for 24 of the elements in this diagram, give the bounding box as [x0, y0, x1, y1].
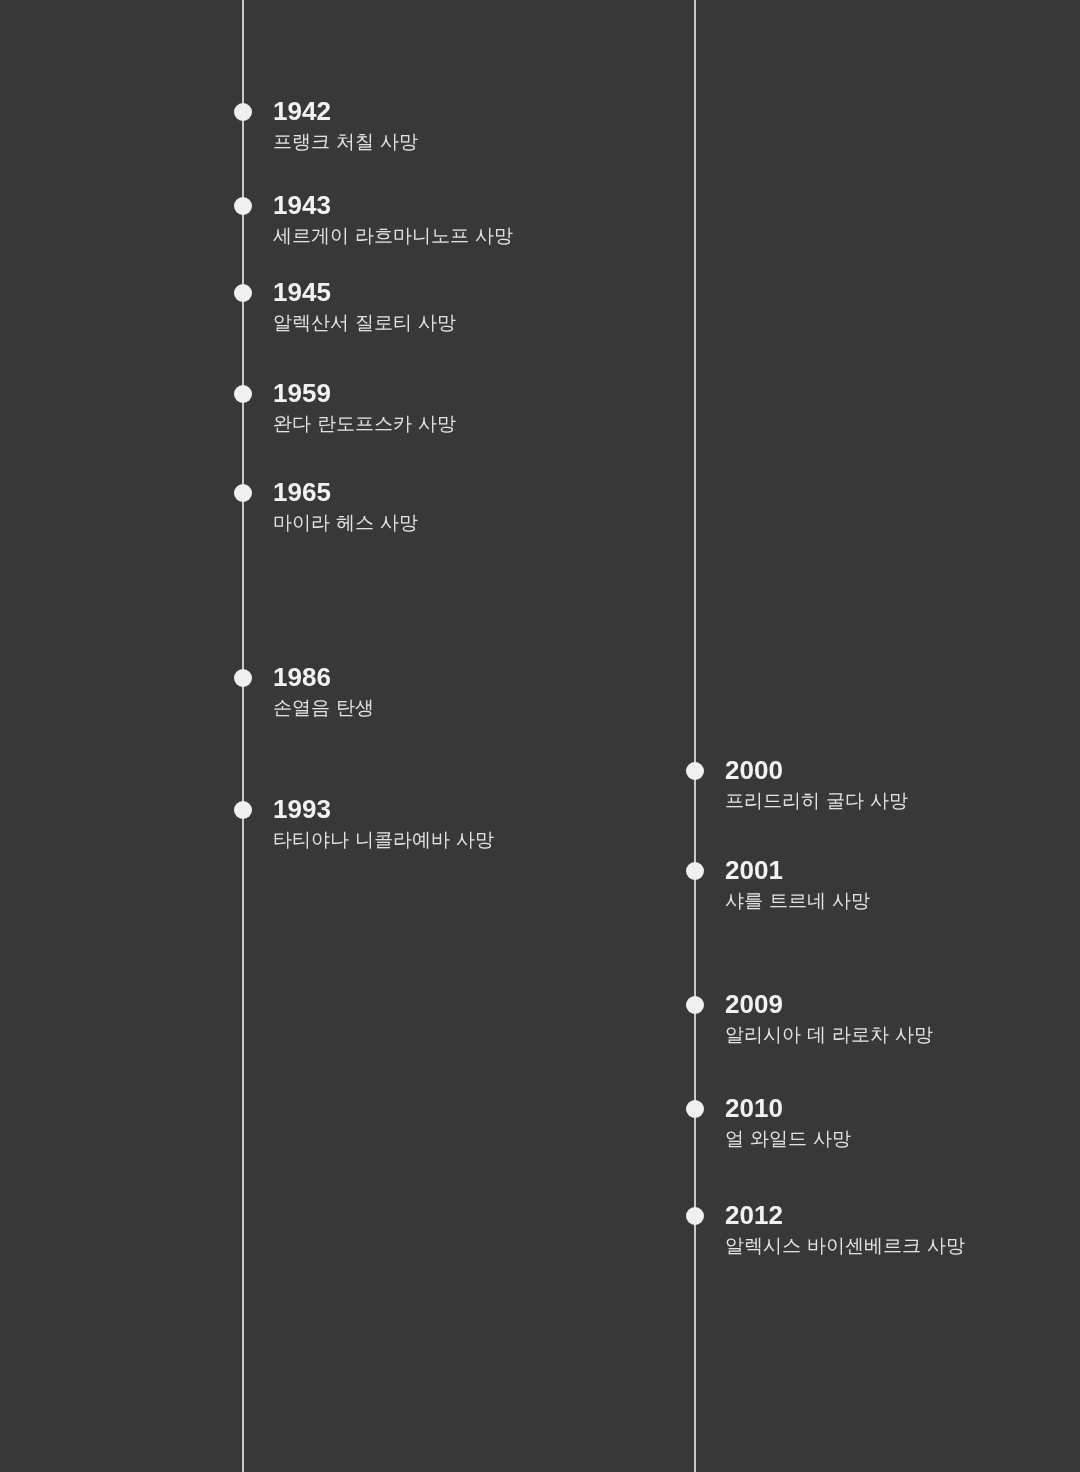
year-label: 1993	[273, 794, 331, 824]
year-label: 2012	[725, 1200, 783, 1230]
year-label: 1942	[273, 96, 331, 126]
event-description: 얼 와일드 사망	[725, 1126, 852, 1150]
event-description: 세르게이 라흐마니노프 사망	[273, 223, 514, 247]
year-label: 1986	[273, 662, 331, 692]
event-description: 완다 란도프스카 사망	[273, 411, 457, 435]
event-description: 손열음 탄생	[273, 695, 375, 719]
event-description: 샤를 트르네 사망	[725, 888, 871, 912]
event-description: 프랭크 처칠 사망	[273, 129, 419, 153]
year-label: 1943	[273, 190, 331, 220]
year-label: 1945	[273, 277, 331, 307]
year-label: 2009	[725, 989, 783, 1019]
year-label: 2010	[725, 1093, 783, 1123]
event-description: 프리드리히 굴다 사망	[725, 788, 909, 812]
event-description: 타티야나 니콜라예바 사망	[273, 827, 495, 851]
event-description: 알렉시스 바이센베르크 사망	[725, 1233, 966, 1257]
event-description: 알리시아 데 라로차 사망	[725, 1022, 934, 1046]
year-label: 2001	[725, 855, 783, 885]
year-label: 1965	[273, 477, 331, 507]
year-label: 1959	[273, 378, 331, 408]
year-label: 2000	[725, 755, 783, 785]
event-description: 마이라 헤스 사망	[273, 510, 419, 534]
event-description: 알렉산서 질로티 사망	[273, 310, 457, 334]
